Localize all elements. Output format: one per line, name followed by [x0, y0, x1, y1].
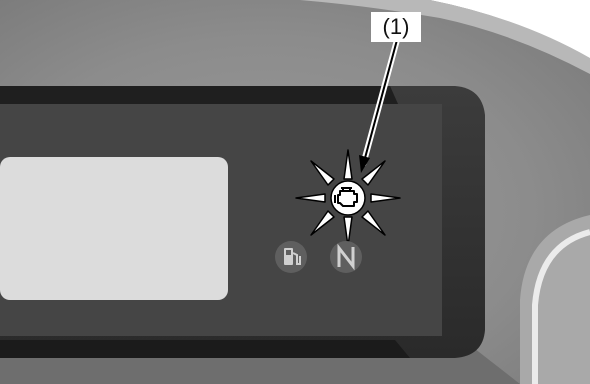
side-bracket-edge — [532, 229, 590, 384]
housing-top-rim — [300, 0, 590, 74]
neutral-indicator — [330, 241, 362, 273]
light-rays — [295, 149, 401, 247]
bezel-top-ledge — [0, 86, 398, 104]
engine-check-icon — [334, 187, 358, 207]
engine-check-warning-light — [295, 149, 401, 247]
bezel-bottom-ledge — [0, 340, 410, 358]
fuel-pump-icon — [284, 248, 301, 265]
fuel-level-indicator — [275, 241, 307, 273]
neutral-icon — [337, 243, 355, 271]
lcd-screen — [0, 157, 228, 300]
arrow-icon — [359, 39, 400, 173]
callout-label: (1) — [371, 12, 421, 42]
